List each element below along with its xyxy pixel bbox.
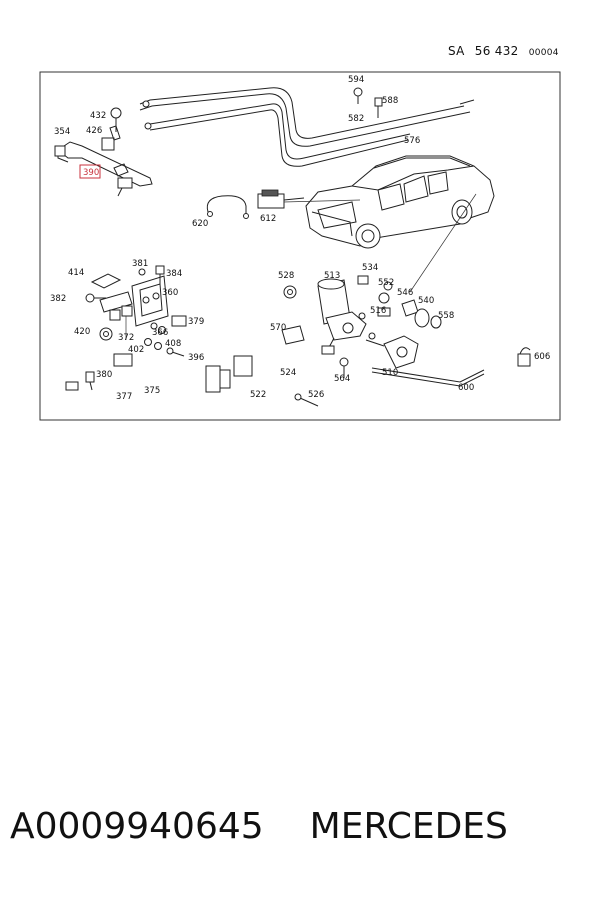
label-420: 420 xyxy=(74,327,90,337)
reference-prefix: SA xyxy=(448,44,465,58)
switch-and-wire xyxy=(206,189,305,219)
label-522: 522 xyxy=(250,390,266,400)
label-570: 570 xyxy=(270,323,286,333)
label-432: 432 xyxy=(90,111,106,121)
label-552: 552 xyxy=(378,278,394,288)
label-382: 382 xyxy=(50,294,66,304)
label-381: 381 xyxy=(132,259,148,269)
label-594: 594 xyxy=(348,75,364,85)
label-379: 379 xyxy=(188,317,204,327)
label-402: 402 xyxy=(128,345,144,355)
control-cable-upper xyxy=(139,87,475,167)
label-390: 390 xyxy=(83,168,99,178)
label-360: 360 xyxy=(162,288,178,298)
brand-name: MERCEDES xyxy=(309,806,508,847)
label-534: 534 xyxy=(362,263,378,273)
label-612: 612 xyxy=(260,214,276,224)
label-380: 380 xyxy=(96,370,112,380)
label-558: 558 xyxy=(438,311,454,321)
label-384: 384 xyxy=(166,269,182,279)
label-414: 414 xyxy=(68,268,84,278)
label-576: 576 xyxy=(404,136,420,146)
label-588: 588 xyxy=(382,96,398,106)
label-528: 528 xyxy=(278,271,294,281)
connecting-rod xyxy=(371,347,531,387)
vacuum-motor-assembly xyxy=(205,278,367,407)
locking-rod-assembly xyxy=(54,107,153,197)
label-546: 546 xyxy=(397,288,413,298)
label-606: 606 xyxy=(534,352,550,362)
part-caption: A0009940645 MERCEDES xyxy=(10,806,508,847)
label-366: 366 xyxy=(152,328,168,338)
reference-group: 56 432 xyxy=(474,44,519,58)
label-408: 408 xyxy=(165,339,181,349)
label-564: 564 xyxy=(334,374,350,384)
label-354: 354 xyxy=(54,127,70,137)
highlight-box-390 xyxy=(79,164,101,179)
label-600: 600 xyxy=(458,383,474,393)
diagram-frame xyxy=(39,71,561,421)
car-illustration xyxy=(283,155,495,293)
label-513: 513 xyxy=(324,271,340,281)
right-fittings xyxy=(357,275,442,369)
label-377: 377 xyxy=(116,392,132,402)
reference-sheet: 00004 xyxy=(528,48,559,58)
part-number-labels: 354 426 432 390 620 612 594 588 582 576 … xyxy=(50,75,550,402)
part-number: A0009940645 xyxy=(10,806,264,847)
diagram-reference-code: SA 56 432 00004 xyxy=(448,44,559,58)
exploded-parts-diagram: 354 426 432 390 620 612 594 588 582 576 … xyxy=(39,71,561,421)
label-396: 396 xyxy=(188,353,204,363)
label-375: 375 xyxy=(144,386,160,396)
label-524: 524 xyxy=(280,368,296,378)
label-526: 526 xyxy=(308,390,324,400)
actuator-bracket-assembly xyxy=(65,265,187,391)
label-372: 372 xyxy=(118,333,134,343)
label-516: 516 xyxy=(370,306,386,316)
label-426: 426 xyxy=(86,126,102,136)
label-510: 510 xyxy=(382,368,398,378)
label-620: 620 xyxy=(192,219,208,229)
label-540: 540 xyxy=(418,296,434,306)
label-582: 582 xyxy=(348,114,364,124)
